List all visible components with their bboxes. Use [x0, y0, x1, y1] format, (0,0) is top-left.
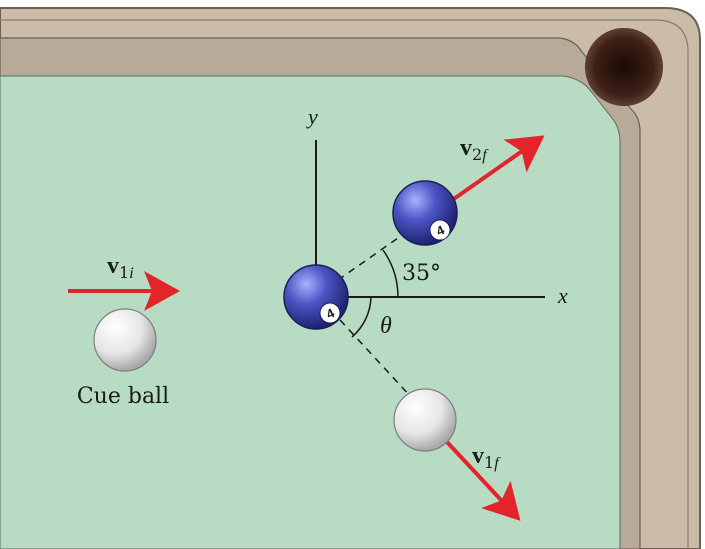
- cue-ball-label: Cue ball: [77, 384, 169, 409]
- arrow-v2f: [446, 135, 545, 205]
- label-v2f: v2f: [460, 135, 489, 164]
- angle-arc-theta: [351, 296, 372, 338]
- y-axis-label: y: [306, 104, 318, 129]
- arrow-v1f: [445, 440, 521, 521]
- angle-arcs: 35° θ: [351, 249, 441, 339]
- vector-labels: v1i v2f v1f: [107, 135, 501, 472]
- pocket: [585, 28, 663, 106]
- angle-arc-35: [382, 249, 399, 298]
- trajectory-cue-after: [339, 319, 413, 399]
- target-ball-initial: 4: [283, 264, 349, 330]
- table-rail-inner: [0, 19, 689, 549]
- cue-ball-initial: [93, 308, 157, 372]
- angle-label-35: 35°: [402, 261, 441, 286]
- target-ball-after: 4: [392, 180, 458, 246]
- x-axis-label: x: [557, 283, 568, 308]
- label-v1f: v1f: [472, 443, 501, 472]
- trajectories: [337, 237, 413, 399]
- angle-label-theta: θ: [380, 313, 392, 339]
- table: [0, 7, 701, 549]
- label-v1i: v1i: [107, 253, 134, 282]
- velocity-arrows: [68, 135, 545, 521]
- axes: y x: [306, 104, 568, 308]
- cue-ball-after: [393, 388, 457, 452]
- balls: 4 4 Cue ball: [77, 180, 458, 452]
